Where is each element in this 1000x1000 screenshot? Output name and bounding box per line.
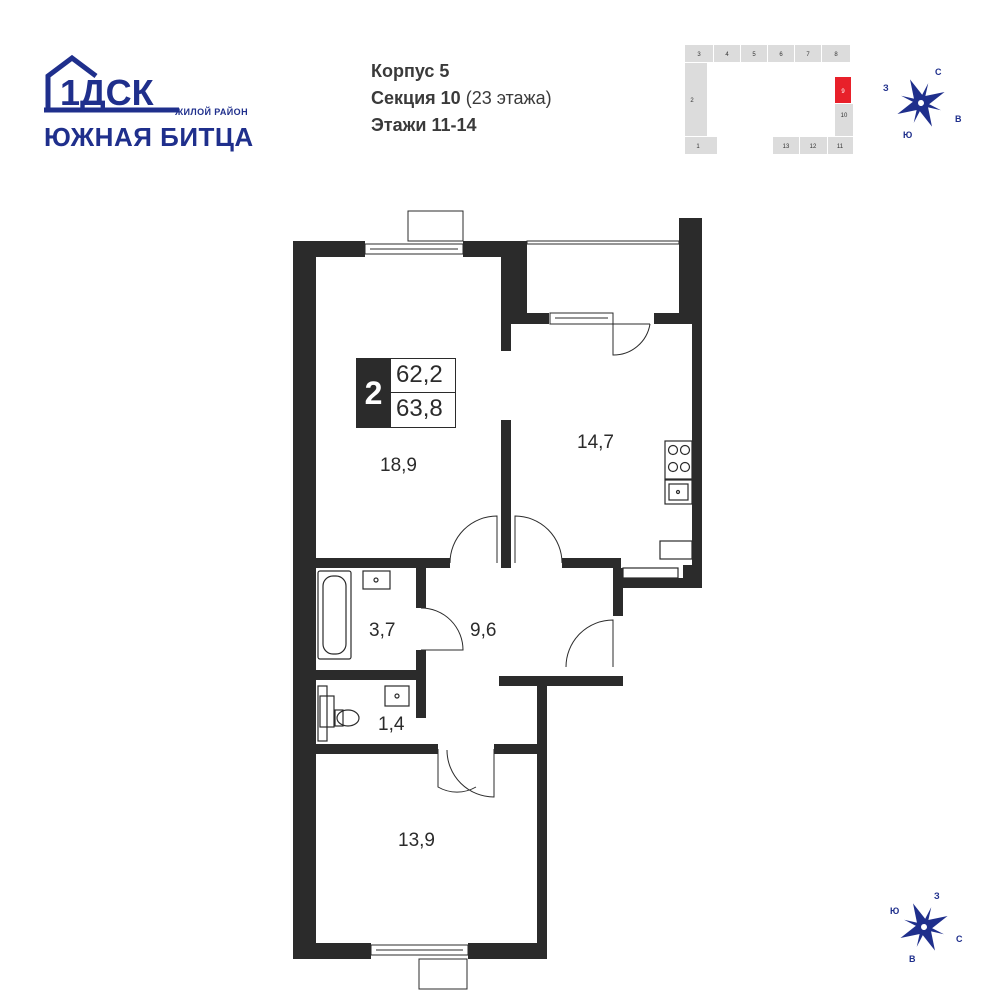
rooms-count: 2: [356, 358, 391, 428]
compass-bottom-east: В: [909, 954, 916, 964]
keyplan-section-11: [828, 137, 853, 154]
area-divider: [391, 392, 455, 393]
keyplan-section-2-label: 2: [690, 98, 694, 104]
key-plan: 3 4 5 6 7 8 2 1 9 10 11 12 13: [685, 45, 853, 154]
keyplan-section-13-label: 13: [783, 144, 790, 150]
logo-tagline: ЖИЛОЙ РАЙОН: [175, 107, 248, 117]
keyplan-section-5-label: 5: [752, 52, 756, 58]
compass-bottom-west: З: [934, 891, 940, 901]
keyplan-section-12: [800, 137, 827, 154]
room-area-kitchen: 14,7: [577, 432, 614, 453]
keyplan-section-3: [685, 45, 713, 62]
compass-top-south: Ю: [903, 130, 912, 140]
keyplan-section-4: [714, 45, 740, 62]
keyplan-section-9-label: 9: [841, 89, 845, 95]
keyplan-section-7: [795, 45, 821, 62]
keyplan-section-1: [685, 137, 717, 154]
keyplan-section-11-label: 11: [837, 144, 844, 150]
section-label: Секция 10: [371, 88, 461, 108]
floors-label: Этажи 11-14: [371, 115, 477, 135]
keyplan-section-12-label: 12: [810, 144, 817, 150]
building-info: Корпус 5 Секция 10 (23 этажа) Этажи 11-1…: [371, 58, 552, 139]
room-area-hall: 9,6: [470, 620, 497, 641]
keyplan-section-4-label: 4: [725, 52, 729, 58]
compass-bottom-south: Ю: [890, 906, 899, 916]
section-floors: (23 этажа): [465, 88, 552, 108]
compass-bottom-north: С: [956, 934, 963, 944]
room-area-big: 18,9: [380, 455, 417, 476]
compass-bottom-icon: З Ю С В: [890, 891, 963, 964]
compass-top-west: З: [883, 83, 889, 93]
keyplan-section-7-label: 7: [806, 52, 810, 58]
keyplan-section-8-label: 8: [834, 52, 838, 58]
keyplan-section-2: [685, 63, 707, 136]
keyplan-section-6: [768, 45, 794, 62]
room-area-bathroom: 3,7: [369, 620, 396, 641]
compass-top-east: В: [955, 114, 962, 124]
keyplan-section-13: [773, 137, 799, 154]
keyplan-section-1-label: 1: [696, 144, 700, 150]
keyplan-section-9: [835, 77, 851, 103]
keyplan-section-5: [741, 45, 767, 62]
keyplan-section-10: [835, 104, 853, 136]
compass-top-north: С: [935, 67, 942, 77]
area-box: [391, 358, 456, 428]
keyplan-section-6-label: 6: [779, 52, 783, 58]
room-area-toilet: 1,4: [378, 714, 405, 735]
keyplan-section-10-label: 10: [841, 113, 848, 119]
logo: 1ДСК ЖИЛОЙ РАЙОН ЮЖНАЯ БИТЦА: [44, 54, 284, 154]
room-area-small: 13,9: [398, 830, 435, 851]
keyplan-section-3-label: 3: [697, 52, 701, 58]
area-total: 63,8: [396, 395, 443, 422]
area-living: 62,2: [396, 361, 443, 388]
apartment-badge: 2 62,2 63,8: [356, 358, 457, 428]
logo-mark-icon: 1ДСК: [44, 54, 179, 113]
compass-icon: С З Ю В: [883, 67, 962, 140]
keyplan-section-8: [822, 45, 850, 62]
building-label: Корпус 5: [371, 61, 450, 81]
logo-district: ЮЖНАЯ БИТЦА: [44, 122, 254, 152]
svg-text:1ДСК: 1ДСК: [60, 72, 155, 113]
